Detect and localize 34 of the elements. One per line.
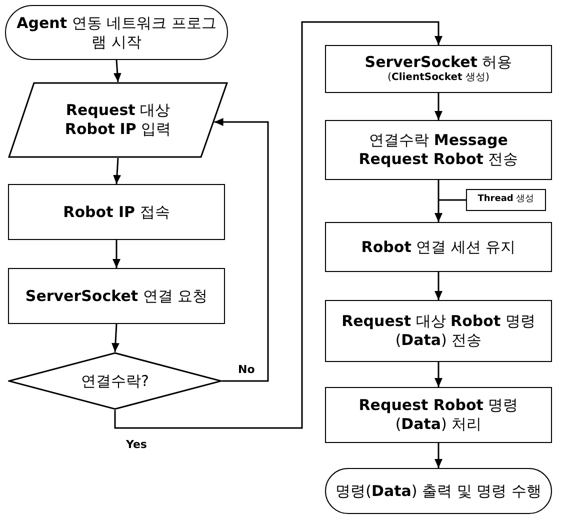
process-box: [325, 120, 552, 180]
arrow: [434, 93, 442, 120]
node-label: 명령(Data) 출력 및 명령 수행: [334, 482, 542, 500]
sub-label: (ClientSocket 생성): [386, 72, 490, 85]
arrow: [434, 272, 442, 300]
process-box: [325, 300, 552, 362]
node-label: 연결수락 Message Request Robot 전송: [358, 131, 520, 169]
node-label: Thread 생성: [476, 194, 536, 206]
node-label: Robot 연결 세션 유지: [360, 238, 517, 256]
node-label: Request 대상 Robot 명령(Data) 전송: [340, 312, 536, 350]
node-label: ServerSocket 연결 요청: [24, 286, 209, 306]
node-label: Request 대상 Robot IP 입력: [64, 101, 172, 139]
process-box: [8, 268, 225, 324]
node-label: ServerSocket 허용: [364, 53, 514, 72]
node-label: Agent 연동 네트워크 프로그램 시작: [16, 14, 218, 52]
arrow: [112, 240, 120, 268]
connector-line: [438, 199, 466, 201]
node-label: Request Robot 명령(Data) 처리: [358, 396, 520, 434]
arrow: [434, 180, 442, 222]
process-box: [8, 184, 225, 240]
arrow: [111, 324, 120, 352]
process-box: [325, 45, 552, 93]
process-box: [325, 387, 552, 443]
node-label: Robot IP 접속: [62, 202, 171, 222]
arrow: [114, 21, 442, 429]
arrow: [214, 118, 269, 382]
arrow: [113, 60, 122, 82]
note-box: [466, 189, 546, 211]
arrow: [434, 443, 442, 468]
process-box: [325, 222, 552, 272]
terminal-shape: [325, 468, 552, 514]
arrow: [434, 362, 442, 387]
arrow: [113, 158, 121, 184]
node-label: 연결수락?: [80, 372, 150, 390]
